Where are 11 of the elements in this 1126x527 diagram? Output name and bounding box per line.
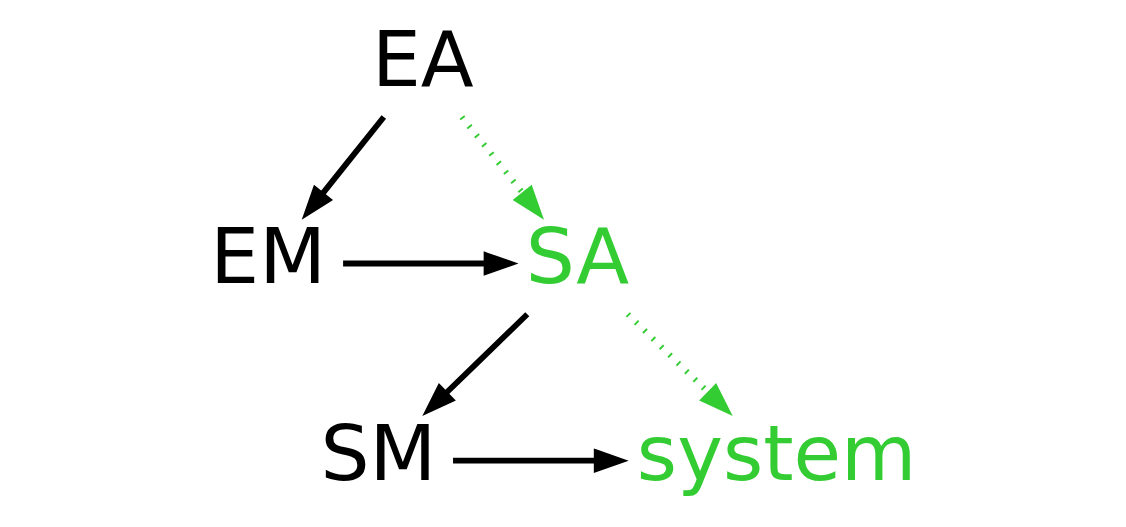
arrow xyxy=(342,251,519,276)
arrow xyxy=(301,115,386,220)
arrow xyxy=(421,312,529,417)
node-text: system xyxy=(636,408,916,499)
node-text: SM xyxy=(319,408,436,499)
arrow xyxy=(459,115,544,220)
node-text: EA xyxy=(371,13,474,104)
arrow xyxy=(625,312,733,417)
node-text: SA xyxy=(525,210,629,301)
node-text: EM xyxy=(209,210,326,301)
arrow xyxy=(452,448,629,473)
